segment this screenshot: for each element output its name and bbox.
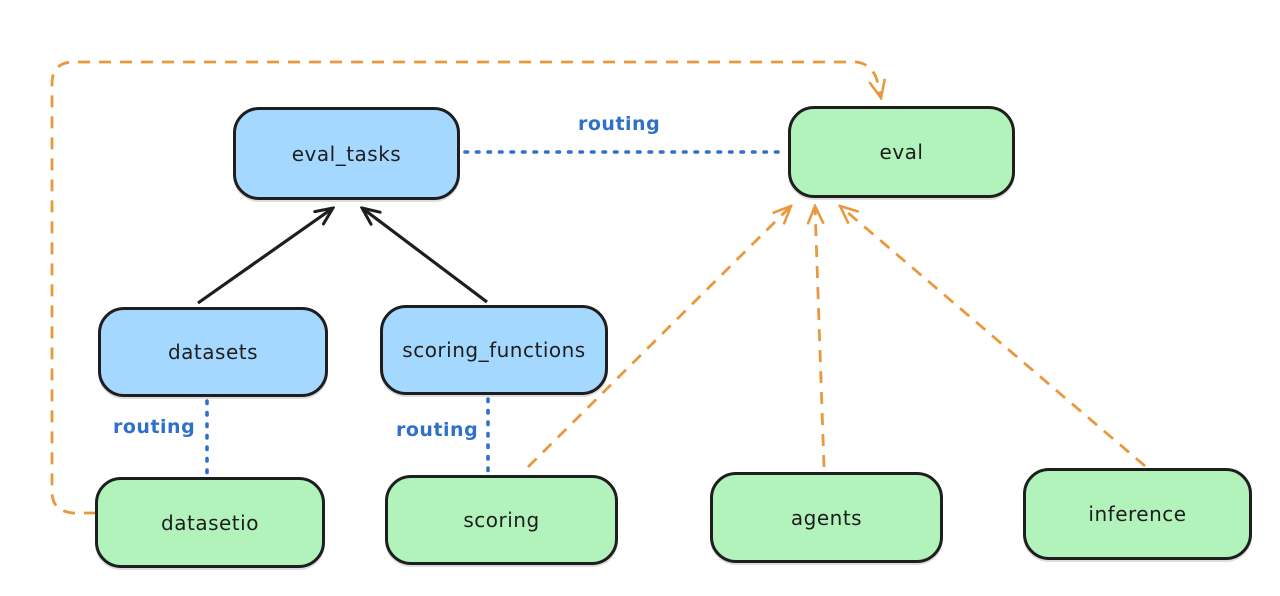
node-eval_tasks-label: eval_tasks [291,141,402,166]
node-eval_tasks: eval_tasks [233,107,460,200]
node-eval-label: eval [879,140,924,164]
node-agents-label: agents [790,505,863,530]
node-eval: eval [788,106,1015,198]
edge-label-routing-datasets-datasetio: routing [113,416,196,438]
node-agents: agents [710,472,943,563]
node-scoring_functions-label: scoring_functions [402,338,586,362]
edge-scoring_functions-to-eval_tasks [362,208,488,304]
edge-datasets-to-eval_tasks [197,208,333,305]
node-inference: inference [1023,468,1252,560]
node-scoring-label: scoring [463,508,540,532]
node-datasetio: datasetio [95,477,325,568]
edge-label-routing-scoring_functions-scoring: routing [396,419,479,441]
edge-inference-to-eval [840,206,1146,468]
node-datasets: datasets [98,307,328,397]
edge-label-routing-eval_tasks-eval: routing [578,113,661,135]
node-scoring: scoring [385,475,618,565]
edge-agents-to-eval [815,206,826,468]
node-inference-label: inference [1088,502,1187,526]
node-datasetio-label: datasetio [161,510,259,535]
node-scoring_functions: scoring_functions [380,305,608,395]
node-datasets-label: datasets [167,340,259,364]
